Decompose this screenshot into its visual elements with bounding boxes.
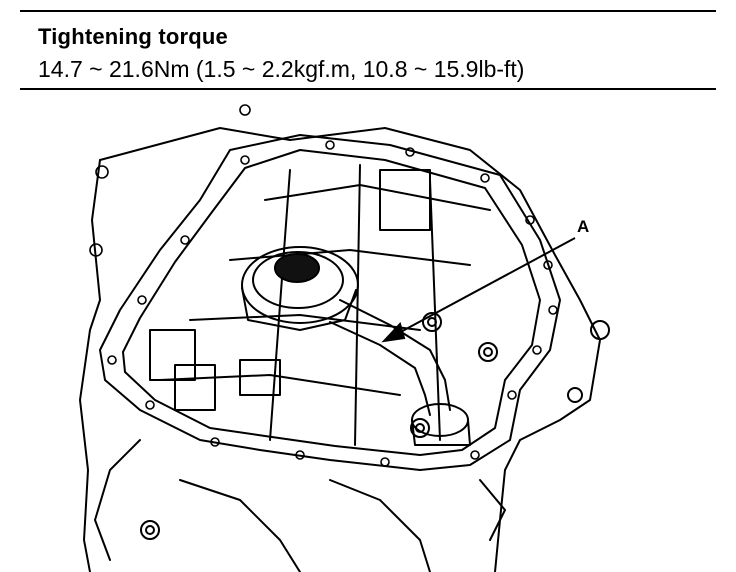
oil-screen-diagram: A (79, 104, 610, 572)
engine-block (99, 127, 601, 572)
callout-arrow (381, 237, 576, 343)
oil-pan-flange (99, 134, 561, 471)
callout-label-a: A (577, 217, 589, 236)
oil-strainer (140, 246, 498, 540)
flange-bolts (89, 104, 558, 467)
spec-value: 14.7 ~ 21.6Nm (1.5 ~ 2.2kgf.m, 10.8 ~ 15… (38, 56, 525, 82)
spec-title: Tightening torque (38, 24, 228, 49)
torque-spec-box: Tightening torque 14.7 ~ 21.6Nm (1.5 ~ 2… (20, 10, 716, 90)
